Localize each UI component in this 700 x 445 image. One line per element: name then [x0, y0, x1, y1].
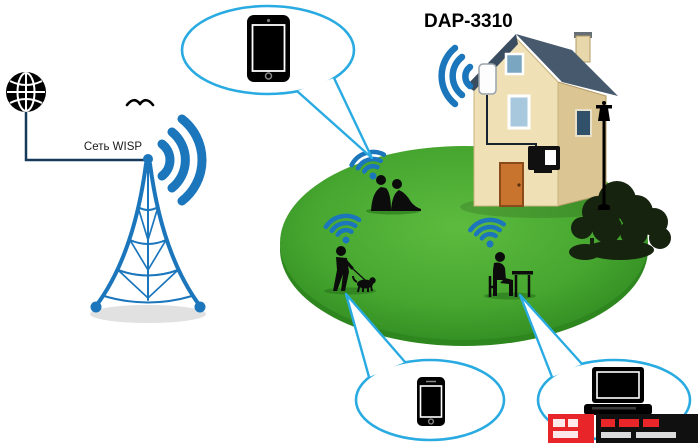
house-side-wall: [557, 81, 607, 207]
side-window: [575, 109, 592, 137]
couple-silhouette: [366, 175, 421, 215]
watermark-logo: [548, 414, 698, 443]
bird-icon: [125, 98, 155, 107]
smartphone-icon: [417, 377, 445, 426]
tablet-icon: [247, 15, 290, 82]
dog-walker-silhouette: [324, 246, 376, 295]
tower-wifi-signal-icon: [157, 114, 207, 206]
house-wifi-signal-icon: [438, 44, 474, 108]
wisp-radio-tower: [90, 154, 206, 323]
callout-phone: [344, 292, 506, 442]
street-lamp: [596, 101, 612, 210]
laptop-icon: [584, 367, 652, 415]
gable-window: [504, 52, 525, 76]
dap-3310-label: DAP-3310: [424, 11, 513, 32]
internet-uplink-line: [24, 110, 145, 162]
house: [460, 32, 620, 218]
front-window: [507, 94, 531, 130]
outdoor-ap-device: [478, 63, 497, 95]
wisp-network-label: Сеть WISP: [84, 141, 142, 153]
internet-globe-icon: [6, 72, 46, 112]
walker-wifi-signal-icon: [323, 213, 362, 244]
seated-person-wifi-signal-icon: [468, 217, 507, 248]
front-door: [499, 162, 524, 207]
house-roof: [516, 34, 618, 96]
callout-tablet: [180, 4, 374, 160]
trees: [569, 181, 671, 260]
wired-client-device: [528, 146, 560, 173]
